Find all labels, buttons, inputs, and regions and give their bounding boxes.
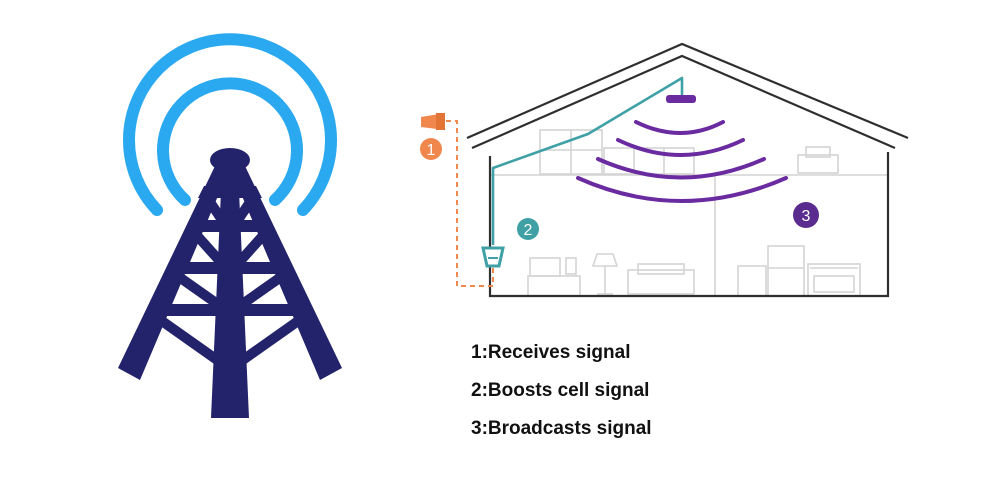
tv-stand xyxy=(527,257,581,297)
attic-sofa xyxy=(797,146,839,174)
antenna-cable xyxy=(446,120,494,287)
living-sofa xyxy=(627,263,695,295)
legend-item-receives: 1:Receives signal xyxy=(471,342,631,363)
legend: 1:Receives signal 2:Boosts cell signal 3… xyxy=(471,340,652,454)
signal-booster-icon xyxy=(481,246,505,268)
badge-3-label: 3 xyxy=(802,208,811,225)
badge-2: 2 xyxy=(517,218,539,240)
cell-tower-icon xyxy=(118,33,342,418)
kitchen-units xyxy=(737,245,861,297)
badge-1: 1 xyxy=(420,138,442,160)
legend-item-boosts: 2:Boosts cell signal xyxy=(471,380,650,401)
tower-signal-waves xyxy=(123,33,337,216)
broadcast-waves xyxy=(576,120,788,203)
badge-1-label: 1 xyxy=(427,142,436,159)
indoor-antenna-icon xyxy=(666,95,696,103)
tower-structure xyxy=(118,148,342,418)
tower-wave-outer xyxy=(123,33,337,216)
booster-cable xyxy=(491,76,684,245)
roof-outer xyxy=(466,42,909,140)
badge-2-label: 2 xyxy=(524,222,533,239)
tower-top xyxy=(210,148,250,172)
tower-cross-bracing xyxy=(147,191,313,367)
floor-lamp xyxy=(591,253,619,295)
outdoor-antenna-icon xyxy=(421,113,445,130)
tower-brace-1 xyxy=(198,186,262,198)
roof-inner xyxy=(471,54,896,150)
house-interior xyxy=(490,129,888,297)
house-outline xyxy=(466,42,909,298)
badge-3: 3 xyxy=(793,202,819,228)
tower-wave-inner xyxy=(157,77,303,206)
legend-item-broadcasts: 3:Broadcasts signal xyxy=(471,418,652,439)
house-walls xyxy=(488,152,890,298)
